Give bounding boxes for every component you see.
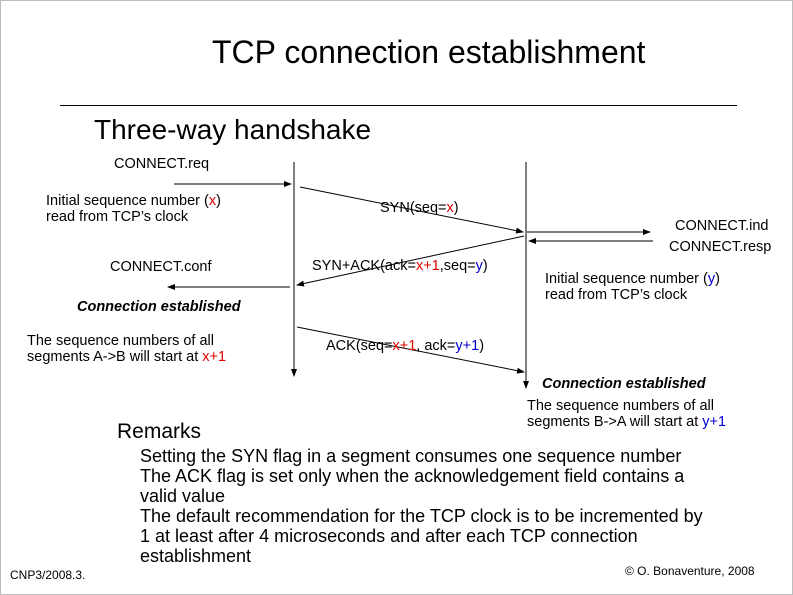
footer-copyright: © O. Bonaventure, 2008 — [625, 564, 755, 578]
connect-resp-label: CONNECT.resp — [669, 239, 772, 255]
right-seq-note-line2: segments B->A will start at y+1 — [527, 414, 727, 430]
title-divider — [60, 105, 737, 106]
left-seq-note-line2: segments A->B will start at x+1 — [27, 349, 227, 365]
slide-subtitle: Three-way handshake — [94, 114, 372, 145]
ack-label: ACK(seq=x+1, ack=y+1) — [326, 338, 485, 354]
right-initial-seq-line1: Initial sequence number (y) — [545, 271, 720, 287]
right-initial-seq-line2: read from TCP’s clock — [545, 287, 688, 303]
remark-line: valid value — [140, 486, 226, 506]
remark-line: The ACK flag is set only when the acknow… — [140, 466, 685, 486]
connect-req-label: CONNECT.req — [114, 156, 210, 172]
footer-slide-id: CNP3/2008.3. — [10, 568, 86, 582]
left-connection-established: Connection established — [77, 299, 241, 315]
remarks-heading: Remarks — [117, 420, 202, 443]
connect-conf-label: CONNECT.conf — [110, 259, 212, 275]
syn-label: SYN(seq=x) — [380, 200, 459, 216]
remark-line: Setting the SYN flag in a segment consum… — [140, 446, 682, 466]
syn-arrow — [299, 186, 524, 234]
ack-arrow — [296, 326, 525, 374]
left-initial-seq-line2: read from TCP’s clock — [46, 209, 189, 225]
remark-line: The default recommendation for the TCP c… — [140, 506, 703, 526]
connect-ind-label: CONNECT.ind — [675, 218, 769, 234]
left-initial-seq-line1: Initial sequence number (x) — [46, 193, 221, 209]
synack-label: SYN+ACK(ack=x+1,seq=y) — [312, 258, 488, 274]
left-seq-note-line1: The sequence numbers of all — [27, 333, 214, 349]
slide-title: TCP connection establishment — [212, 34, 646, 70]
remark-line: 1 at least after 4 microseconds and afte… — [140, 526, 638, 546]
right-seq-note-line1: The sequence numbers of all — [527, 398, 714, 414]
remark-line: establishment — [140, 546, 252, 566]
synack-arrow — [296, 235, 525, 287]
right-connection-established: Connection established — [542, 376, 706, 392]
